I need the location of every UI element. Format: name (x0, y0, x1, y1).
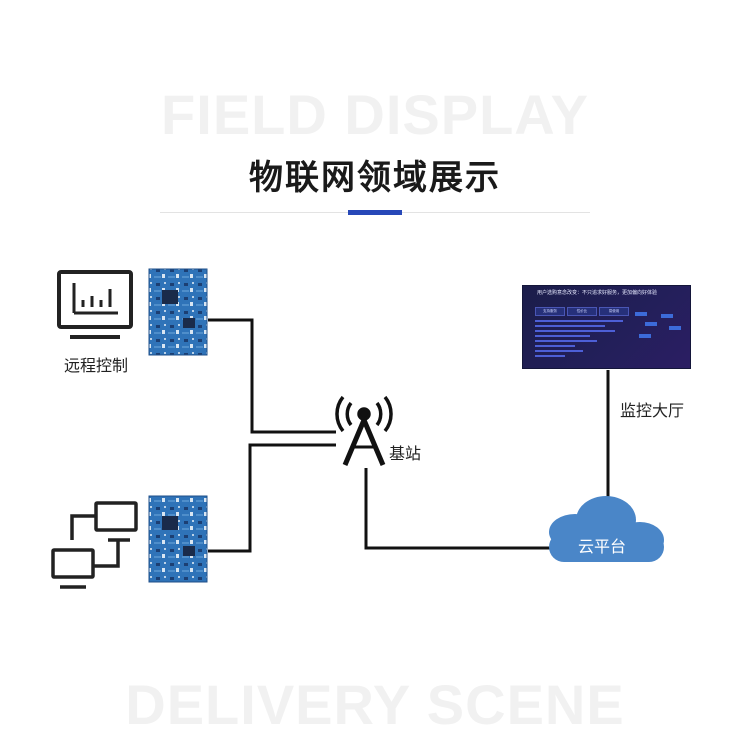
dashboard-tag (639, 334, 651, 338)
line-base-to-cloud (364, 468, 550, 550)
chart-monitor-icon (57, 270, 133, 339)
dashboard-tag (669, 326, 681, 330)
base-station-label: 基站 (389, 444, 422, 463)
dashboard-bar (535, 350, 583, 352)
line-remote-to-base (208, 318, 336, 434)
dashboard-title: 用户选购意念改变：不只追求好服务，更加偏向好体验 (537, 290, 658, 296)
dashboard-tag (645, 322, 657, 326)
dashboard-tag (661, 314, 673, 318)
monitor-hall-label: 监控大厅 (620, 401, 685, 420)
circuit-board-icon (148, 268, 208, 356)
dashboard-bar (535, 330, 615, 332)
title-accent-bar (348, 210, 402, 215)
dashboard-bar (535, 345, 575, 347)
watermark-delivery-scene: DELIVERY SCENE (125, 673, 625, 736)
dashboard-button-value: 性价比 (567, 307, 597, 316)
monitor-dashboard-screen: 用户选购意念改变：不只追求好服务，更加偏向好体验 支持服务 性价比 易使用 (523, 286, 690, 368)
cloud-platform-label: 云平台 (578, 537, 627, 556)
dashboard-tag (635, 312, 647, 316)
dashboard-bar (535, 355, 565, 357)
circuit-board-icon (148, 495, 208, 583)
dashboard-bar (535, 325, 605, 327)
watermark-field-display: FIELD DISPLAY (161, 83, 589, 146)
page-title: 物联网领域展示 (249, 158, 501, 198)
dashboard-bar (535, 340, 597, 342)
dashboard-button-ease: 易使用 (599, 307, 629, 316)
line-network-to-base (208, 443, 336, 553)
remote-control-label: 远程控制 (64, 356, 129, 375)
connection-lines (208, 318, 610, 553)
network-computers-icon (51, 501, 138, 589)
dashboard-bar (535, 335, 590, 337)
dashboard-button-support: 支持服务 (535, 307, 565, 316)
cloud-icon (549, 496, 664, 562)
antenna-tower-icon (335, 395, 393, 466)
dashboard-bar (535, 320, 623, 322)
